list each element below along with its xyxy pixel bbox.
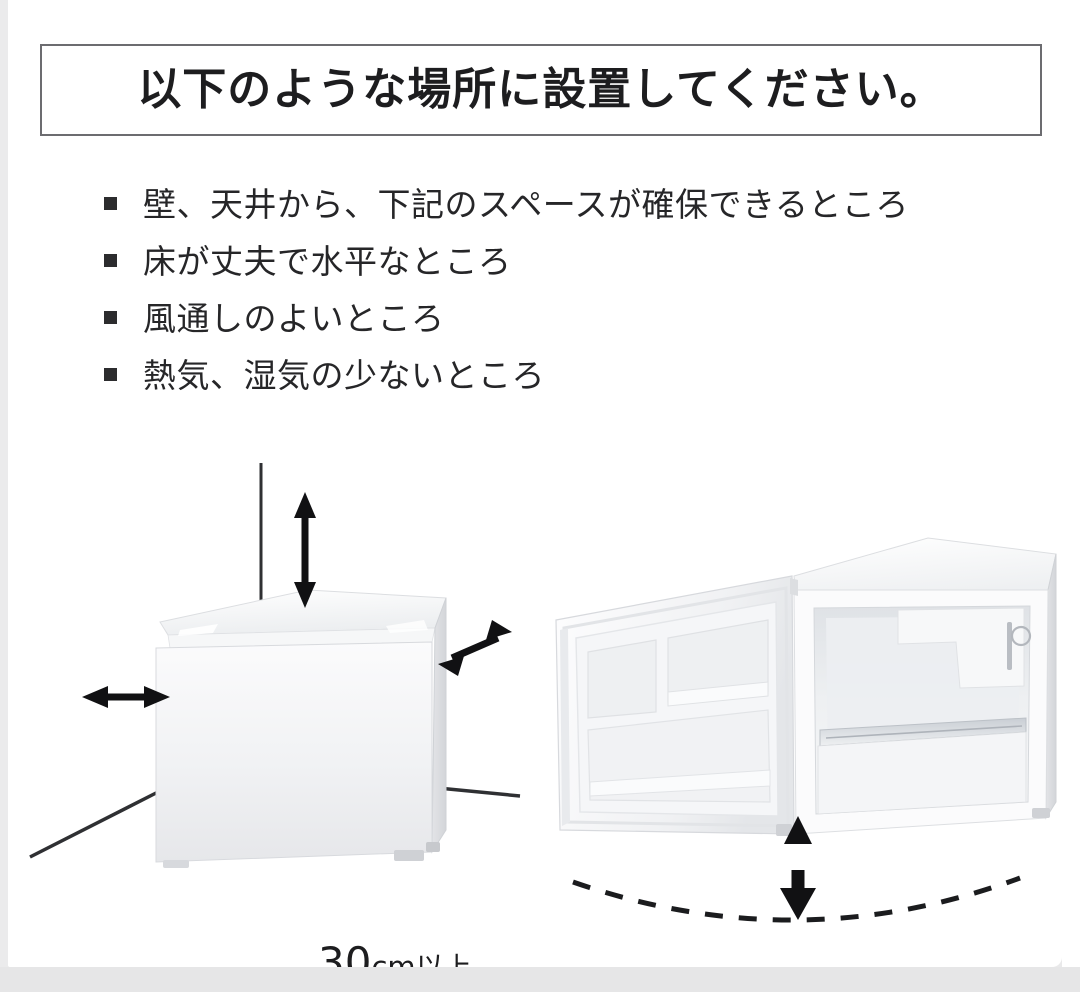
requirements-list: 壁、天井から、下記のスペースが確保できるところ 床が丈夫で水平なところ 風通しの… <box>104 188 1024 416</box>
open-fridge-illustration <box>555 537 1057 836</box>
page-title-box: 以下のような場所に設置してください。 <box>40 44 1042 136</box>
floor-line-right <box>437 786 521 798</box>
closed-fridge-illustration <box>155 589 447 868</box>
clearance-unit-top: cm <box>371 950 416 968</box>
list-item-label: 風通しのよいところ <box>143 299 445 338</box>
clearance-arrow-left <box>82 686 170 708</box>
clearance-condition-top: 以上 <box>416 951 472 968</box>
list-item-label: 床が丈夫で水平なところ <box>143 242 512 281</box>
square-bullet-icon <box>104 254 117 267</box>
clearance-arrow-right <box>438 620 512 676</box>
temperature-dial-icon <box>1010 625 1032 647</box>
square-bullet-icon <box>104 311 117 324</box>
installation-clearance-diagram: 30cm以上 10cm 以上 6cm 以上 約50cm以上 <box>8 430 1062 967</box>
floor-line-left <box>29 790 159 859</box>
left-margin-band <box>0 0 8 992</box>
list-item: 熱気、湿気の少ないところ <box>104 359 1024 416</box>
clearance-arrow-front <box>780 816 816 920</box>
bottom-margin-band <box>0 967 1080 992</box>
list-item: 風通しのよいところ <box>104 302 1024 359</box>
page-title: 以下のような場所に設置してください。 <box>137 64 945 115</box>
list-item: 壁、天井から、下記のスペースが確保できるところ <box>104 188 1024 245</box>
content-sheet: 以下のような場所に設置してください。 壁、天井から、下記のスペースが確保できると… <box>8 0 1062 967</box>
clearance-arrow-top <box>294 492 316 608</box>
square-bullet-icon <box>104 368 117 381</box>
list-item: 床が丈夫で水平なところ <box>104 245 1024 302</box>
thermostat-slider-icon <box>1007 622 1012 670</box>
list-item-label: 熱気、湿気の少ないところ <box>143 356 545 395</box>
square-bullet-icon <box>104 197 117 210</box>
list-item-label: 壁、天井から、下記のスペースが確保できるところ <box>143 185 909 224</box>
right-margin-band <box>1062 0 1080 992</box>
clearance-label-top: 30cm以上 <box>318 942 472 968</box>
diagram-illustration <box>29 463 1057 923</box>
clearance-value-top: 30 <box>318 938 372 968</box>
